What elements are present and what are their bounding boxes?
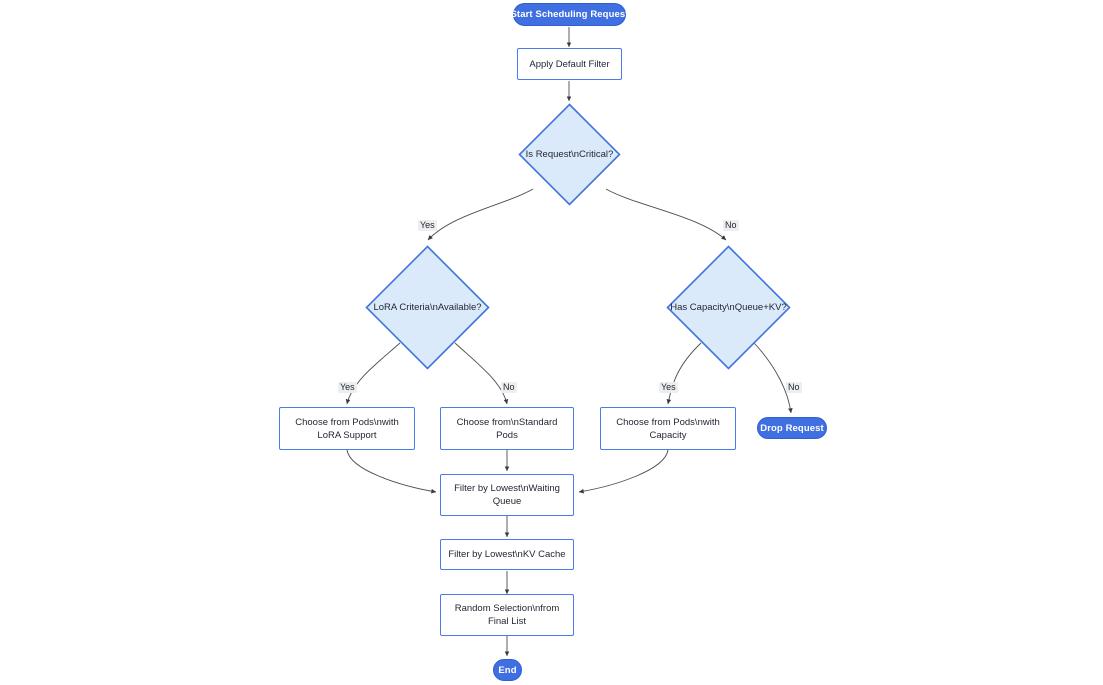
- edge-choose-capacity-to-filter-queue: [578, 449, 669, 494]
- node-choose-standard-pods-line1: Choose from\nStandard: [456, 416, 558, 428]
- decision-diamond-shape: [666, 245, 791, 370]
- node-choose-standard-pods[interactable]: Choose from\nStandard Pods: [440, 407, 574, 450]
- node-end-label: End: [498, 664, 517, 676]
- edge-choose-lora-to-filter-queue: [346, 449, 437, 494]
- node-choose-capacity-pods-line1: Choose from Pods\nwith: [616, 416, 720, 428]
- node-choose-lora-pods[interactable]: Choose from Pods\nwith LoRA Support: [279, 407, 415, 450]
- node-choose-capacity-pods-line2: Capacity: [649, 429, 687, 441]
- node-has-capacity[interactable]: Has Capacity\nQueue+KV?: [666, 245, 791, 370]
- node-drop-request-label: Drop Request: [760, 422, 824, 434]
- node-random-selection[interactable]: Random Selection\nfrom Final List: [440, 594, 574, 636]
- node-choose-lora-pods-line1: Choose from Pods\nwith: [295, 416, 399, 428]
- node-is-request-critical[interactable]: Is Request\nCritical?: [518, 103, 621, 206]
- node-start-label: Start Scheduling Request: [510, 9, 629, 20]
- decision-diamond-shape: [365, 245, 490, 370]
- decision-diamond-shape: [518, 103, 621, 206]
- edge-critical-no-to-capacity: [605, 188, 727, 241]
- node-filter-kv-cache[interactable]: Filter by Lowest\nKV Cache: [440, 539, 574, 570]
- node-is-request-critical-label: Is Request\nCritical?: [525, 148, 614, 160]
- edge-label-capacity-no: No: [786, 382, 802, 393]
- node-drop-request[interactable]: Drop Request: [757, 417, 827, 439]
- node-lora-criteria-available[interactable]: LoRA Criteria\nAvailable?: [365, 245, 490, 370]
- node-start[interactable]: Start Scheduling Request: [510, 3, 629, 26]
- node-choose-capacity-pods[interactable]: Choose from Pods\nwith Capacity: [600, 407, 736, 450]
- edge-label-lora-no: No: [501, 382, 517, 393]
- node-filter-waiting-queue[interactable]: Filter by Lowest\nWaiting Queue: [440, 474, 574, 516]
- edge-label-critical-yes: Yes: [418, 220, 437, 231]
- node-filter-waiting-queue-line2: Queue: [492, 496, 522, 507]
- edge-label-lora-yes: Yes: [338, 382, 357, 393]
- node-filter-kv-cache-label: Filter by Lowest\nKV Cache: [448, 549, 566, 560]
- node-has-capacity-label: Has Capacity\nQueue+KV?: [670, 301, 787, 313]
- node-lora-criteria-available-label: LoRA Criteria\nAvailable?: [373, 301, 482, 313]
- node-end[interactable]: End: [493, 659, 522, 681]
- node-filter-waiting-queue-line1: Filter by Lowest\nWaiting: [454, 483, 560, 494]
- node-random-selection-line1: Random Selection\nfrom: [454, 603, 560, 614]
- node-apply-default-filter[interactable]: Apply Default Filter: [517, 48, 622, 80]
- node-apply-default-filter-label: Apply Default Filter: [529, 58, 610, 70]
- edge-label-critical-no: No: [723, 220, 739, 231]
- node-random-selection-line2: Final List: [487, 616, 526, 627]
- edge-label-capacity-yes: Yes: [659, 382, 678, 393]
- node-choose-lora-pods-line2: LoRA Support: [317, 429, 377, 441]
- node-choose-standard-pods-line2: Pods: [496, 429, 518, 441]
